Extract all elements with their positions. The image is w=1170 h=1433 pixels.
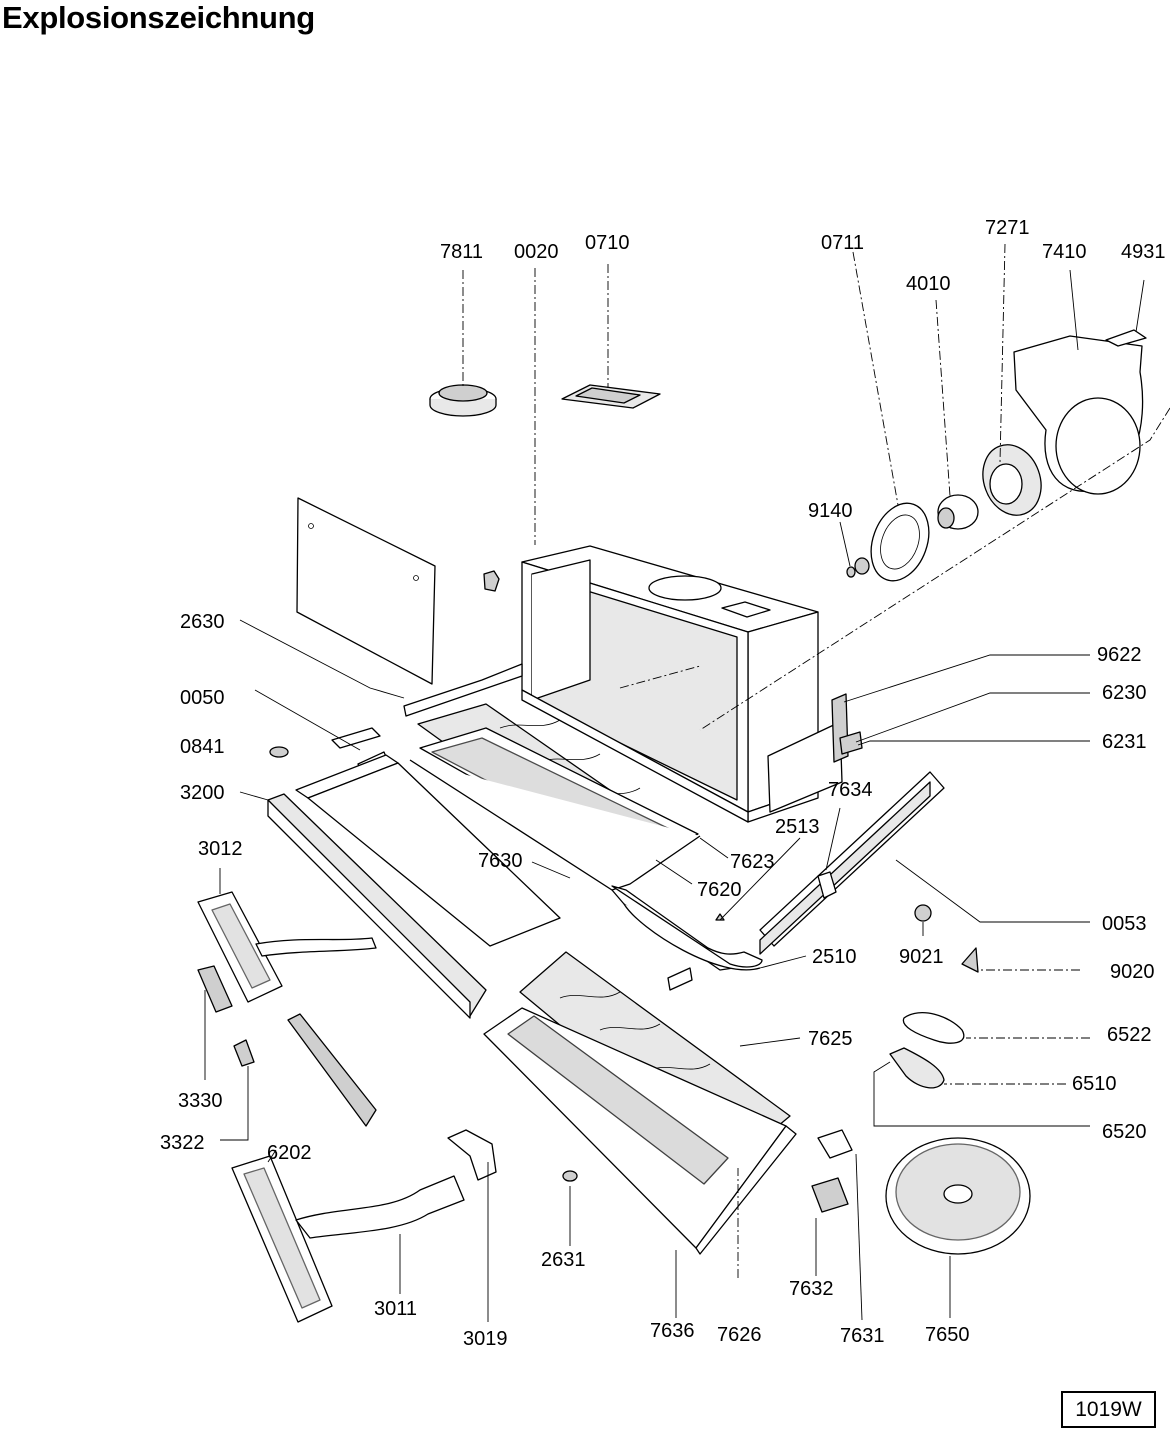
part-nut-2631 (562, 1170, 578, 1182)
label-0711: 0711 (821, 232, 864, 254)
label-6230: 6230 (1102, 682, 1147, 704)
part-handle-3012 (197, 891, 377, 1067)
part-front-frame-0050 (295, 754, 561, 947)
part-clip-7631 (817, 1129, 853, 1159)
part-motor-4010 (937, 494, 979, 530)
document-code: 1019W (1075, 1397, 1142, 1421)
label-7620: 7620 (697, 879, 742, 901)
label-7630: 7630 (478, 850, 523, 872)
label-2630: 2630 (180, 611, 225, 633)
label-6202: 6202 (267, 1142, 312, 1164)
part-number-labels: 7811 0020 0710 0711 7271 4010 7410 4931 … (160, 217, 1166, 1350)
label-0841: 0841 (180, 736, 225, 758)
part-bracket-3019 (447, 1129, 497, 1181)
part-handle-6202 (231, 1155, 465, 1323)
part-lamp-6510 (889, 1047, 945, 1089)
label-2513: 2513 (775, 816, 820, 838)
part-bracket-strip (287, 1013, 377, 1127)
label-0050: 0050 (180, 687, 225, 709)
page-title: Explosionszeichnung (2, 0, 315, 35)
label-4010: 4010 (906, 273, 951, 295)
label-0053: 0053 (1102, 913, 1147, 935)
label-9140: 9140 (808, 500, 853, 522)
part-fan-housing-7410 (1013, 329, 1147, 495)
part-impeller-7271 (982, 444, 1042, 516)
part-channel-2510 (611, 885, 763, 968)
label-7410: 7410 (1042, 241, 1087, 263)
label-0020: 0020 (514, 241, 559, 263)
part-round-cap-7811 (429, 384, 497, 417)
part-front-strip-3200 (267, 793, 487, 1019)
part-control-board (767, 693, 863, 813)
part-right-rail-0053 (759, 771, 945, 955)
part-switch-7632 (811, 1177, 849, 1213)
label-0710: 0710 (585, 232, 630, 254)
label-7650: 7650 (925, 1324, 970, 1346)
leader-lines (204, 243, 1170, 1322)
label-4931: 4931 (1121, 241, 1166, 263)
label-6231: 6231 (1102, 731, 1147, 753)
label-3330: 3330 (178, 1090, 223, 1112)
label-3012: 3012 (198, 838, 243, 860)
label-7811: 7811 (440, 241, 483, 263)
label-7634: 7634 (828, 779, 873, 801)
label-7631: 7631 (840, 1325, 885, 1347)
part-small-items-right (667, 904, 979, 991)
document-code-box: 1019W (1061, 1391, 1156, 1428)
label-7271: 7271 (985, 217, 1030, 239)
part-side-panel (296, 497, 436, 685)
label-3011: 3011 (374, 1298, 417, 1320)
label-7626: 7626 (717, 1324, 762, 1346)
label-7632: 7632 (789, 1278, 834, 1300)
label-7625: 7625 (808, 1028, 853, 1050)
label-7636: 7636 (650, 1320, 695, 1342)
part-drawings (197, 329, 1147, 1323)
label-6520: 6520 (1102, 1121, 1147, 1143)
part-clip (483, 570, 500, 592)
part-lamp-cover-6522 (902, 1012, 965, 1044)
label-9622: 9622 (1097, 644, 1142, 666)
part-grille-cover-0710 (561, 384, 661, 409)
label-2631: 2631 (541, 1249, 586, 1271)
label-9021: 9021 (899, 946, 944, 968)
label-3200: 3200 (180, 782, 225, 804)
label-3322: 3322 (160, 1132, 205, 1154)
part-fan-cover-0711 (846, 502, 930, 582)
label-9020: 9020 (1110, 961, 1155, 983)
label-3019: 3019 (463, 1328, 508, 1350)
part-carbon-filter-7650 (885, 1137, 1031, 1255)
label-7623: 7623 (730, 851, 775, 873)
label-2510: 2510 (812, 946, 857, 968)
label-6522: 6522 (1107, 1024, 1152, 1046)
part-drawer-7636 (483, 1007, 797, 1255)
label-6510: 6510 (1072, 1073, 1117, 1095)
part-main-housing-0020 (521, 545, 819, 823)
